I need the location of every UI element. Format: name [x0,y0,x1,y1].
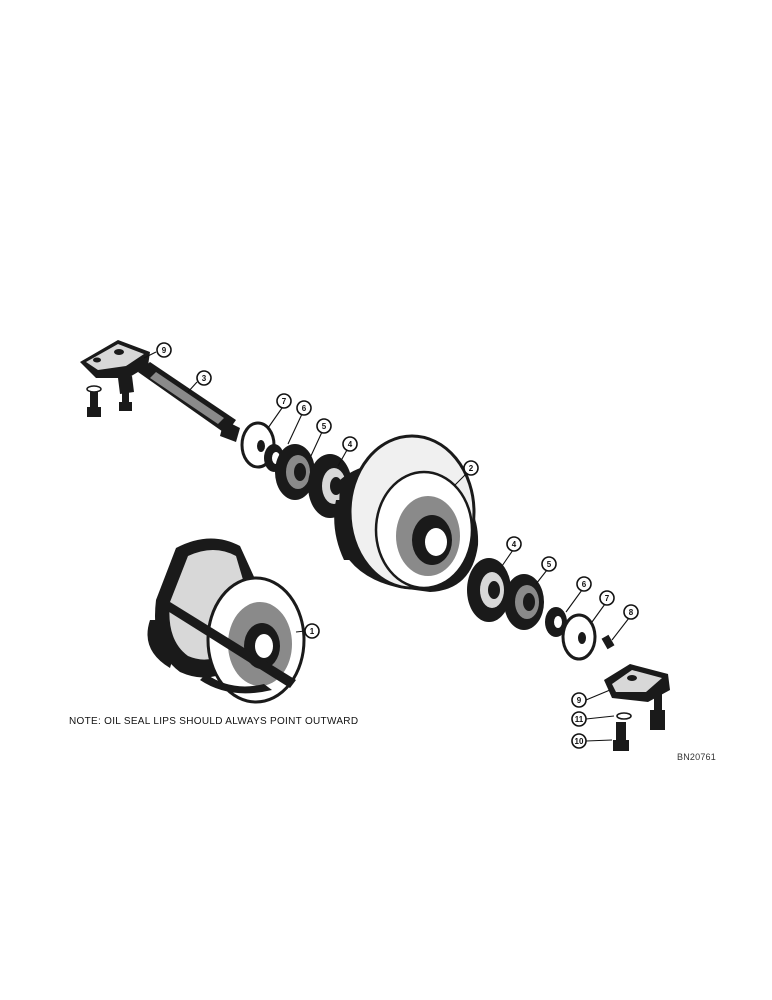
callout-4-upper-label: 4 [348,440,353,449]
callout-2: 2 [463,460,479,476]
callout-4-lower-label: 4 [512,540,517,549]
callout-5-lower-label: 5 [547,560,552,569]
assembled-roller [147,538,306,704]
lower-bolt [613,722,629,751]
bearing-cone-upper [275,444,315,500]
callout-9-upper-label: 9 [162,346,167,355]
drawing-number: BN20761 [677,752,716,762]
oil-seal-note: NOTE: OIL SEAL LIPS SHOULD ALWAYS POINT … [69,716,359,727]
shaft [138,362,240,442]
callout-11-label: 11 [575,715,584,724]
callout-7-upper: 7 [276,393,292,409]
callout-1: 1 [304,623,320,639]
callout-8-label: 8 [629,608,634,617]
track-roller [334,434,479,592]
callout-10-label: 10 [575,737,584,746]
lower-bracket [604,664,670,702]
lock-washer [616,712,632,720]
bearing-lower [467,558,511,622]
callout-6-lower-label: 6 [582,580,587,589]
washer-lower [561,613,597,661]
leader-lines [143,351,630,742]
callout-8: 8 [623,604,639,620]
callout-9-lower: 9 [571,692,587,708]
callout-3-label: 3 [202,374,207,383]
callout-5-upper: 5 [316,418,332,434]
seal-lower [545,607,567,637]
bearing-cone-lower [504,574,544,630]
callout-3: 3 [196,370,212,386]
callout-9-lower-label: 9 [577,696,582,705]
upper-bolt-left [86,385,102,417]
callout-5-lower: 5 [541,556,557,572]
callout-5-upper-label: 5 [322,422,327,431]
upper-bolt-right [119,386,132,411]
callout-2-label: 2 [469,464,474,473]
callout-1-label: 1 [310,627,315,636]
callout-9-upper: 9 [156,342,172,358]
callout-11: 11 [571,711,587,727]
callout-10: 10 [571,733,587,749]
lower-bracket-bolt-right [650,694,665,730]
callout-4-lower: 4 [506,536,522,552]
callout-6-upper: 6 [296,400,312,416]
callout-4-upper: 4 [342,436,358,452]
callout-7-lower-label: 7 [605,594,610,603]
callout-6-lower: 6 [576,576,592,592]
plug [601,634,615,650]
callout-7-upper-label: 7 [282,397,287,406]
callout-6-upper-label: 6 [302,404,307,413]
callout-7-lower: 7 [599,590,615,606]
upper-bracket [80,340,150,394]
